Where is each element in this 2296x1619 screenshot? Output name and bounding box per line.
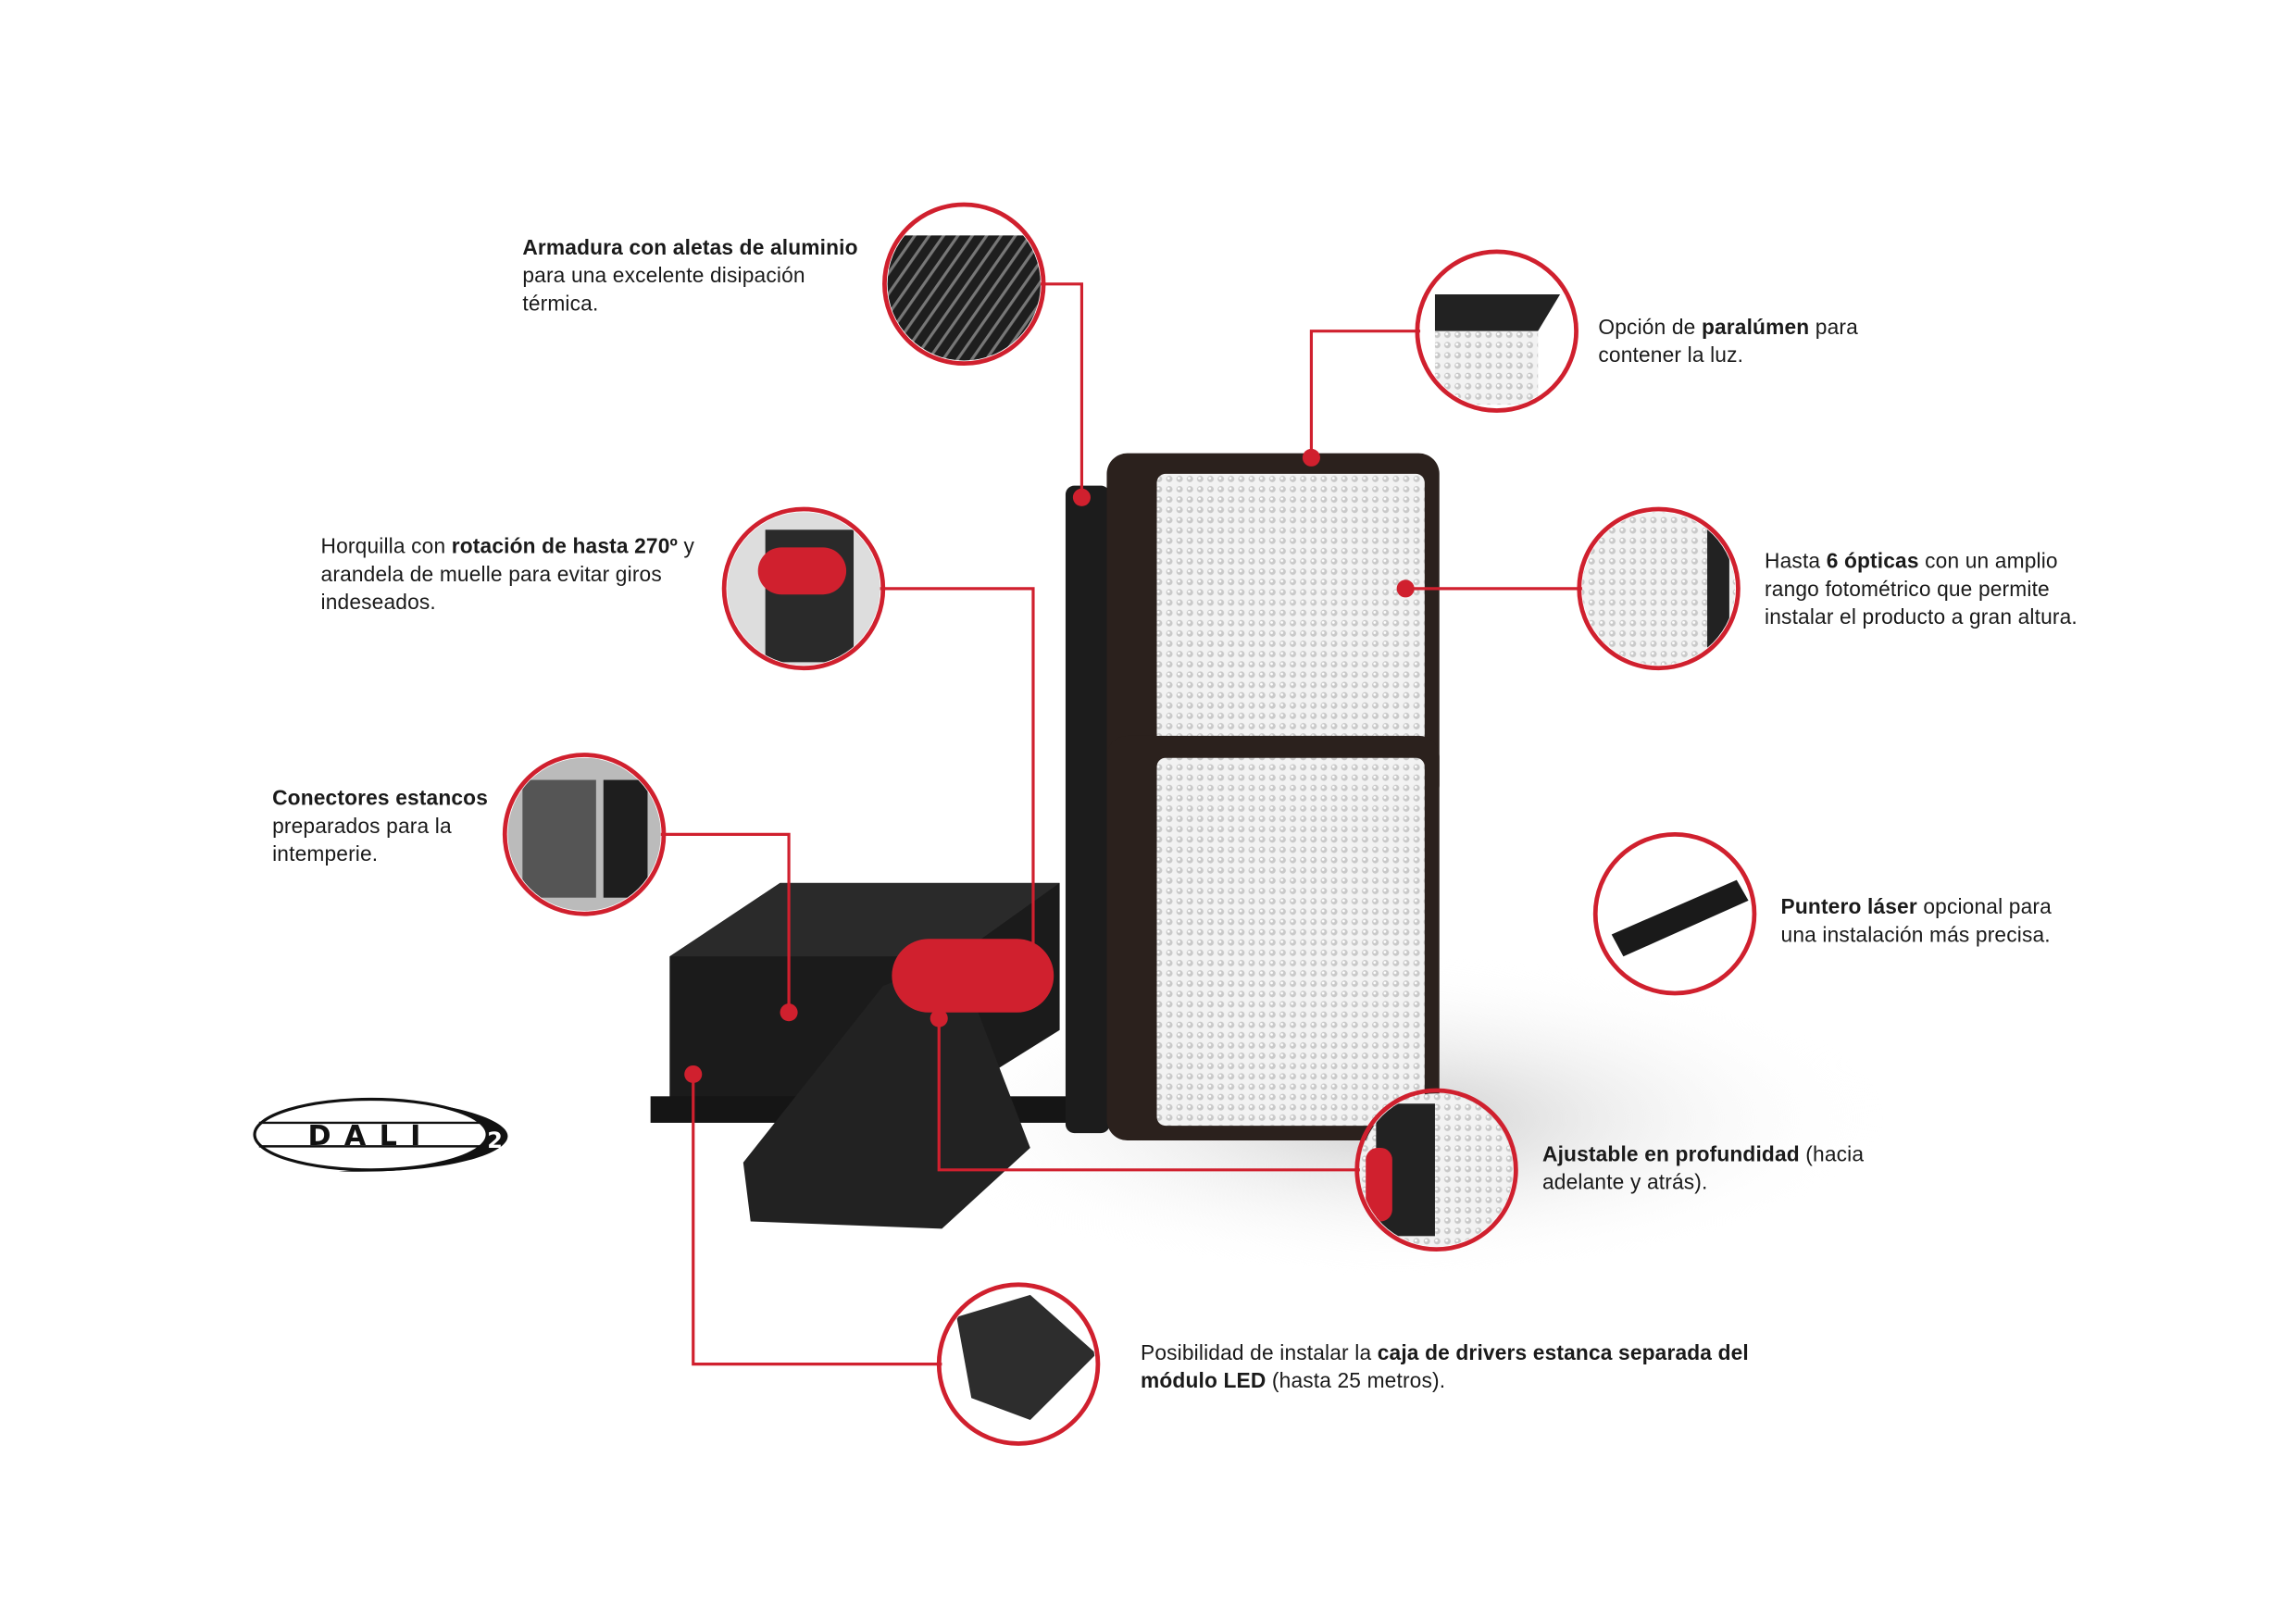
callout-conectores: Conectores estancos preparados para la i… <box>272 787 489 867</box>
callout-ajustable: Ajustable en profundidad (hacia adelante… <box>1542 1143 1865 1195</box>
detail-yoke-rotation <box>721 506 886 671</box>
detail-connectors <box>502 753 667 916</box>
svg-text:2: 2 <box>487 1127 503 1153</box>
detail-driver-box <box>936 1282 1101 1446</box>
detail-depth-adjust <box>1354 1088 1518 1252</box>
red-rotation-washer <box>892 939 1054 1013</box>
yoke-bracket <box>742 956 1030 1229</box>
callout-lines <box>660 282 1582 1366</box>
detail-optics <box>1577 506 1741 671</box>
floodlight-product <box>650 453 1440 1229</box>
callout-opticas: Hasta 6 ópticas con un amplio rango foto… <box>1765 550 2078 630</box>
callout-laser: Puntero láser opcional para una instalac… <box>1780 896 2052 948</box>
svg-text:DALI: DALI <box>308 1120 434 1152</box>
callout-paralumen: Opción de paralúmen para contener la luz… <box>1598 316 1858 368</box>
callout-armadura: Armadura con aletas de aluminio para una… <box>522 236 858 317</box>
callout-dots <box>684 448 1415 1084</box>
dali-2-logo: DALI 2 <box>253 1097 508 1172</box>
callout-drivers: Posibilidad de instalar la caja de drive… <box>1141 1341 1749 1394</box>
callout-horquilla: Horquilla con rotación de hasta 270º y a… <box>320 535 694 616</box>
detail-laser-pointer <box>1592 831 1757 996</box>
detail-visor <box>1415 249 1578 413</box>
detail-heatsink-fins <box>882 202 1046 367</box>
